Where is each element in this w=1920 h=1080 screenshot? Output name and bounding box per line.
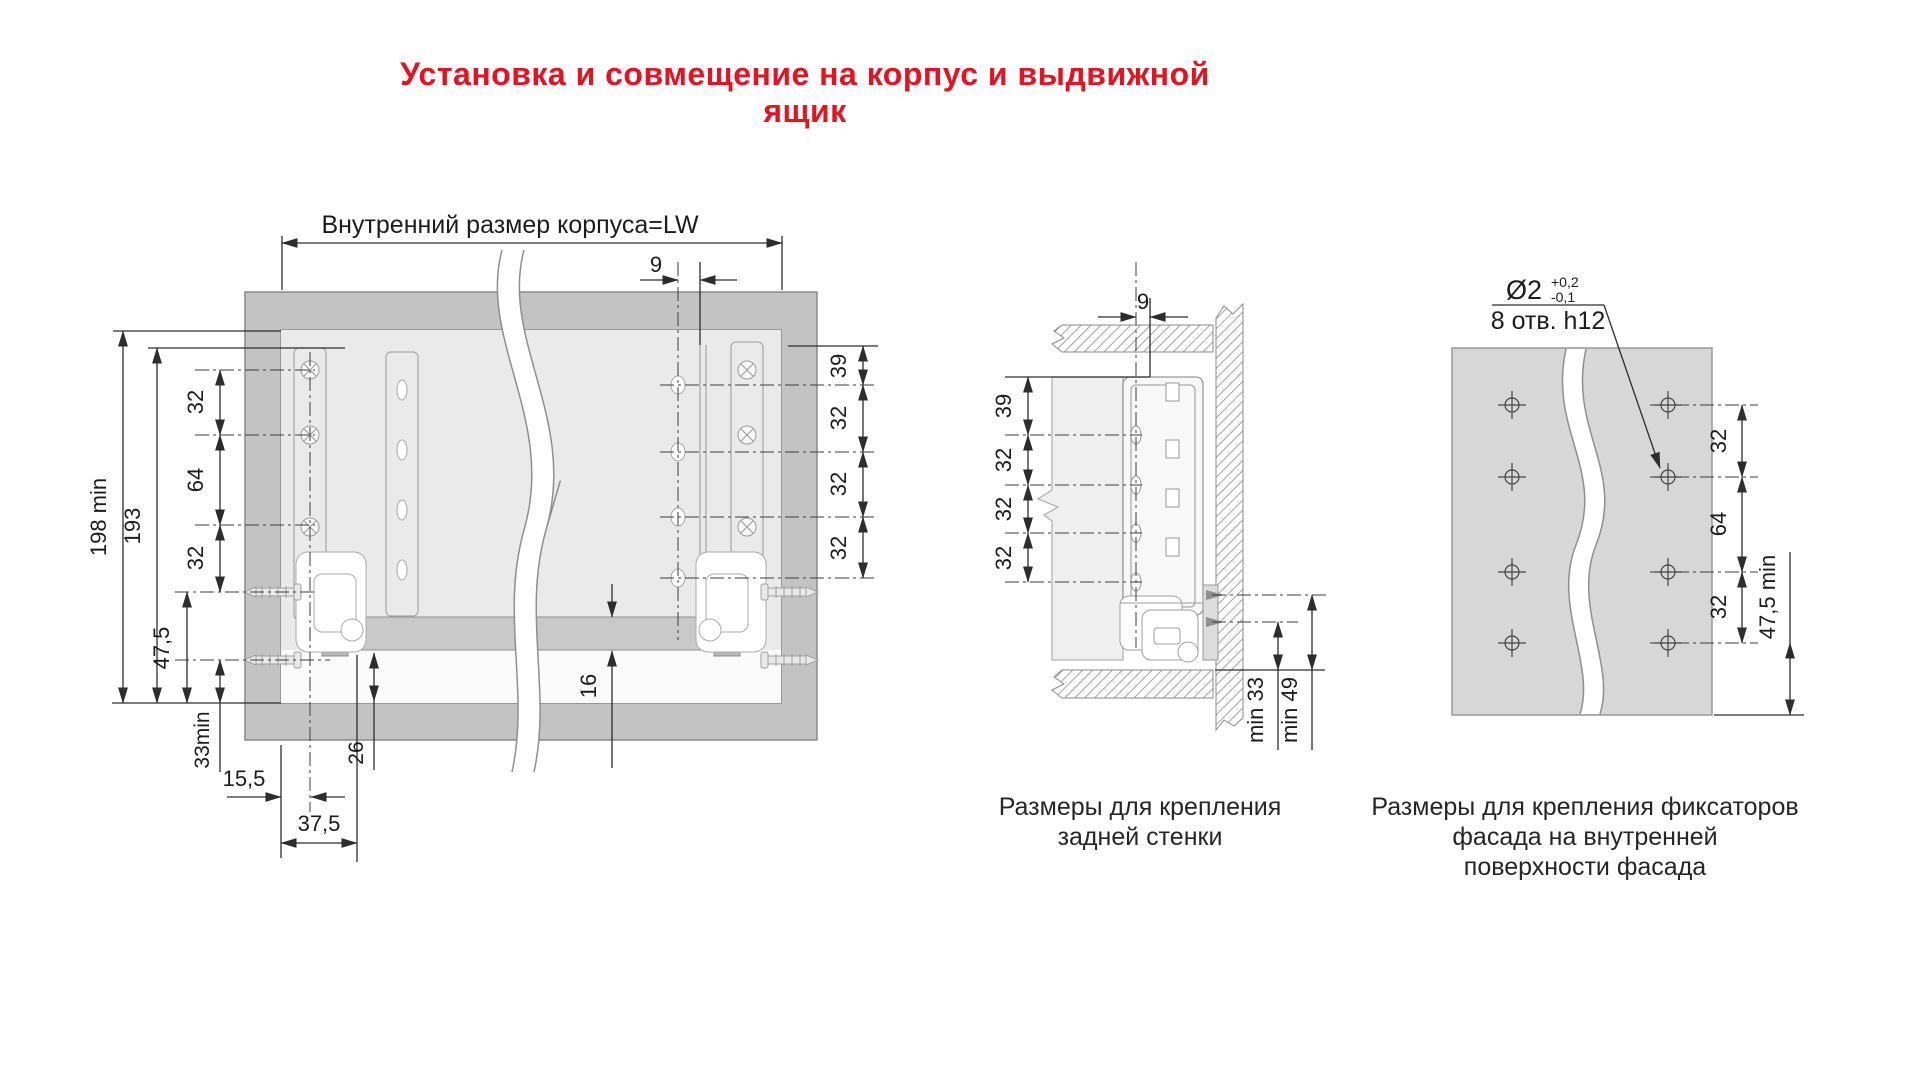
slide-lock-mechanism [1119, 595, 1203, 663]
hole-icon [1498, 558, 1526, 586]
mounting-screw-icon [760, 583, 820, 669]
dim-label-32f1: 32 [1706, 429, 1731, 453]
dim-label-9-mid: 9 [1137, 289, 1149, 314]
right-diagram-caption: Размеры для крепления фиксаторов фасада … [1355, 792, 1815, 882]
caption-line: фасада на внутренней [1452, 823, 1718, 851]
profile-tabs [1165, 382, 1180, 557]
dim-label-32m3: 32 [991, 546, 1016, 570]
left-diagram: Внутренний размер корпуса=LW 9 198 min 1… [86, 211, 878, 862]
dim-label-39m: 39 [991, 394, 1016, 418]
dimension-lw: Внутренний размер корпуса=LW [281, 211, 783, 290]
hole-icon [1498, 463, 1526, 491]
hole-icon [1498, 629, 1526, 657]
dim-label-32m1: 32 [991, 448, 1016, 472]
dimension-heights: 198 min 193 32 64 32 47,5 33min [86, 330, 345, 772]
back-wall-hatched [1215, 302, 1244, 732]
dim-label-375: 37,5 [298, 811, 341, 836]
dimension-min33-min49: min 33 min 49 [1215, 594, 1325, 750]
hole-diameter-label: Ø2 [1506, 275, 1542, 305]
middle-diagram: 9 39 32 32 32 min 33 min 49 [991, 262, 1330, 750]
dimension-475min: 47,5 min [1714, 552, 1804, 716]
dimension-mid-chain: 39 32 32 32 [991, 376, 1150, 583]
dim-label-64: 64 [183, 468, 208, 492]
page-title: Установка и совмещение на корпус и выдви… [400, 56, 1210, 129]
dimension-9-mid: 9 [1098, 289, 1188, 377]
dim-label-min49: min 49 [1277, 677, 1302, 743]
dim-label-26: 26 [345, 741, 368, 764]
dim-label-475min: 47,5 min [1755, 555, 1780, 639]
dim-label-32m2: 32 [991, 497, 1016, 521]
slot-holes [396, 379, 408, 581]
top-panel-hatched [1051, 324, 1214, 353]
caption-line: поверхности фасада [1463, 853, 1707, 881]
dimension-9: 9 [640, 252, 737, 345]
dimension-right-chain: 39 32 32 32 [788, 345, 878, 579]
hole-icon [1498, 391, 1526, 419]
dim-label-198min: 198 min [86, 478, 111, 556]
dimension-bottom: 15,5 37,5 26 16 [223, 584, 617, 862]
dim-label-16: 16 [576, 674, 601, 698]
dim-label-32a: 32 [183, 390, 208, 414]
hole-count-label: 8 отв. h12 [1491, 307, 1606, 335]
hole-tolerance-plus: +0,2 [1551, 274, 1579, 290]
right-diagram: Ø2 +0,2 -0,1 8 отв. h12 32 64 32 47,5 mi… [1451, 274, 1804, 716]
drawer-back-panel [1036, 376, 1124, 661]
dim-label-9: 9 [650, 252, 662, 277]
break-line [496, 249, 561, 773]
dim-label-155: 15,5 [223, 766, 266, 791]
dim-label-32b: 32 [183, 546, 208, 570]
break-line [1561, 348, 1606, 715]
caption-line: Размеры для крепления [998, 793, 1282, 821]
dim-label-33min: 33min [191, 711, 214, 768]
dim-label-32f2: 32 [1706, 595, 1731, 619]
dim-label-64f: 64 [1706, 512, 1731, 536]
dim-label-32r2: 32 [826, 472, 851, 496]
caption-line: задней стенки [1057, 823, 1223, 851]
dim-label-193: 193 [120, 508, 145, 545]
left-corner-bracket [295, 551, 367, 653]
dim-label-39r: 39 [826, 354, 851, 378]
dim-label-min33: min 33 [1243, 677, 1268, 743]
dim-label-lw: Внутренний размер корпуса=LW [321, 211, 698, 239]
dim-label-32r1: 32 [826, 406, 851, 430]
hole-tolerance-minus: -0,1 [1551, 289, 1575, 305]
bottom-panel-hatched [1051, 669, 1214, 699]
dim-label-475: 47,5 [149, 627, 174, 670]
dimension-right-chain2: 32 64 32 [1706, 404, 1747, 644]
caption-line: Размеры для крепления фиксаторов [1371, 793, 1799, 821]
dim-label-32r3: 32 [826, 536, 851, 560]
right-corner-bracket [695, 551, 767, 653]
middle-diagram-caption: Размеры для крепления задней стенки [950, 792, 1330, 852]
hole-spec-callout: Ø2 +0,2 -0,1 8 отв. h12 [1491, 274, 1661, 469]
